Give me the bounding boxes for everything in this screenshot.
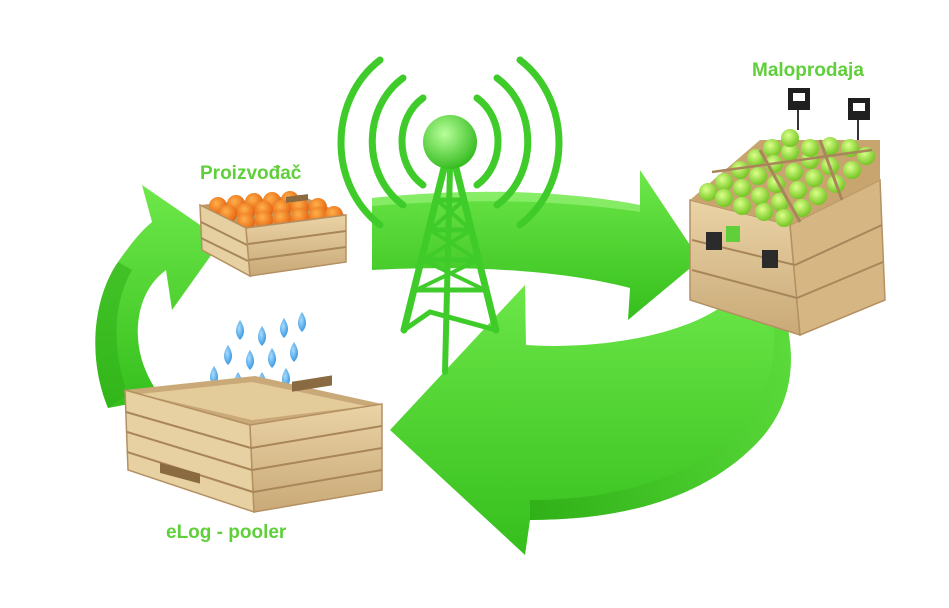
retail-display-icon (689, 129, 886, 337)
antenna-tower-icon (337, 56, 563, 375)
cycle-arrow-bottom (390, 275, 791, 555)
rfid-reader (726, 226, 740, 242)
rfid-tag (706, 232, 722, 250)
cycle-arrow-left (95, 185, 222, 408)
cycle-arrow-top (372, 170, 700, 320)
label-retail: Maloprodaja (752, 60, 864, 81)
empty-crate-icon (124, 375, 383, 514)
label-pooler: eLog - pooler (166, 522, 287, 543)
rfid-tag (762, 250, 778, 268)
price-tag-icon (788, 88, 870, 140)
label-producer: Proizvođač (200, 163, 302, 184)
orange-crate-icon (199, 191, 347, 278)
antenna-ball (423, 115, 477, 169)
